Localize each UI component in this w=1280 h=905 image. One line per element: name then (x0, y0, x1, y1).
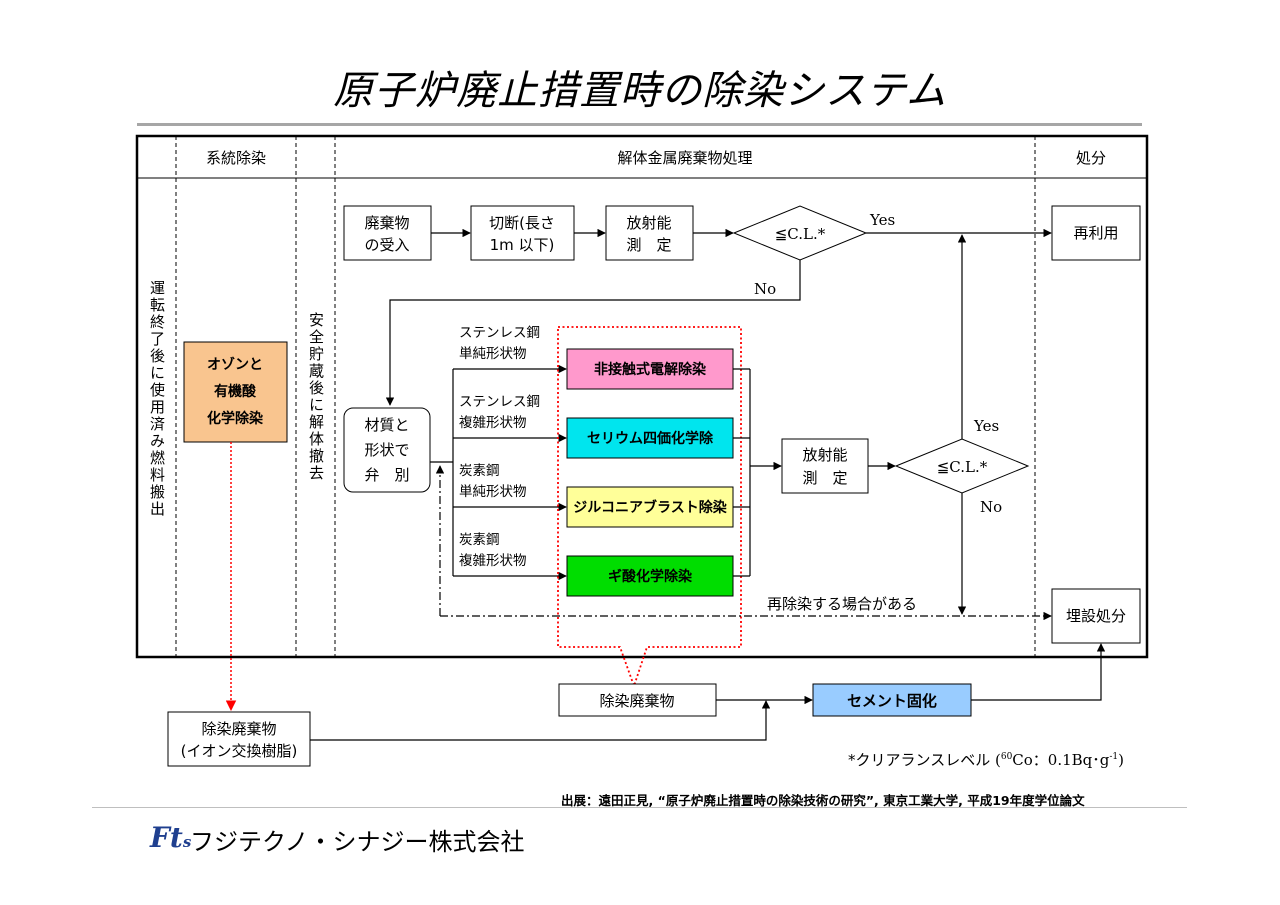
no1-label: No (754, 280, 776, 298)
ozone-decon-box (183, 341, 288, 443)
column-dividers (175, 136, 1036, 657)
sort-line-1: 材質と (364, 416, 409, 434)
ozone-line-1: オゾンと (207, 356, 263, 373)
company-name: フジテクノ・シナジー株式会社 (190, 828, 525, 856)
cl1-label: ≦C.L.* (775, 225, 826, 243)
title-divider (137, 123, 1142, 126)
decon-waste-left-line-1: 除染廃棄物 (201, 720, 276, 738)
decon-waste-center-label: 除染廃棄物 (599, 692, 674, 710)
decon-waste-left-box (167, 711, 311, 767)
burial-label: 埋設処分 (1066, 607, 1126, 625)
cut-line-1: 切断(長さ (489, 214, 555, 232)
col-header-system-decon: 系統除染 (206, 149, 266, 167)
cl2-diamond (894, 438, 1030, 494)
formic-label: ギ酸化学除染 (608, 568, 693, 585)
yes1-label: Yes (869, 211, 895, 229)
decon-group-callout (557, 326, 742, 689)
cs-complex-line-2: 複雑形状物 (459, 552, 527, 569)
cement-box (812, 683, 972, 717)
footer-divider (92, 807, 1187, 808)
sort-line-2: 形状で (364, 441, 409, 459)
ozone-line-3: 化学除染 (207, 410, 264, 427)
cs-complex-line-1: 炭素鋼 (459, 532, 500, 548)
receive-line-2: の受入 (364, 236, 409, 254)
decon-waste-left-line-2: (イオン交換樹脂) (181, 742, 298, 760)
col-header-disposal: 処分 (1076, 149, 1106, 167)
cl2-label: ≦C.L.* (937, 458, 988, 476)
arrow-left-waste-merge (310, 700, 771, 741)
cut-line-2: 1m 以下) (490, 236, 555, 254)
measure2-line-2: 測 定 (802, 469, 847, 487)
ss-simple-line-1: ステンレス鋼 (459, 325, 540, 341)
cs-simple-line-2: 単純形状物 (459, 484, 527, 500)
source-citation: 出展：遠田正見, “原子炉廃止措置時の除染技術の研究”, 東京工業大学, 平成1… (561, 793, 1085, 808)
reuse-box (1051, 205, 1141, 261)
burial-box (1051, 588, 1141, 644)
ss-simple-line-2: 単純形状物 (459, 346, 527, 362)
yes2-label: Yes (973, 417, 999, 435)
arrow-cement-burial (971, 643, 1106, 701)
sort-line-3: 弁 別 (364, 466, 409, 484)
measure2-box (781, 438, 869, 494)
receive-line-1: 廃棄物 (364, 214, 409, 232)
measure2-line-1: 放射能 (802, 446, 847, 464)
receive-box (343, 205, 432, 261)
diagram-frame (135, 134, 1149, 659)
cement-label: セメント固化 (847, 692, 937, 710)
cs-simple-line-1: 炭素鋼 (459, 463, 500, 479)
sort-box (343, 407, 431, 493)
electro-label: 非接触式電解除染 (594, 361, 707, 378)
electro-box (566, 348, 734, 390)
cerium-box (566, 417, 734, 459)
ss-complex-line-2: 複雑形状物 (459, 414, 527, 431)
zirconia-label: ジルコニアブラスト除染 (573, 499, 727, 516)
no2-label: No (980, 498, 1002, 516)
reuse-label: 再利用 (1073, 224, 1118, 242)
ozone-line-2: 有機酸 (214, 383, 257, 400)
measure1-line-1: 放射能 (626, 214, 671, 232)
cerium-label: セリウム四価化学除 (587, 430, 714, 447)
ss-complex-line-1: ステンレス鋼 (459, 394, 540, 410)
zirconia-box (566, 486, 734, 528)
page-title: 原子炉廃止措置時の除染システム (333, 68, 947, 114)
arrow-cl1-no (385, 260, 801, 406)
redecon-label: 再除染する場合がある (767, 595, 917, 613)
measure1-line-2: 測 定 (626, 236, 671, 254)
vertical-label-middle: 安全貯蔵後に解体撤去 (307, 312, 325, 482)
vertical-label-left: 運転終了後に使用済み燃料搬出 (148, 280, 166, 518)
clearance-footnote: *クリアランスレベル (60Co：0.1Bq･g-1) (848, 751, 1125, 769)
formic-box (566, 555, 734, 597)
col-header-dismantled-metal: 解体金属廃棄物処理 (617, 149, 752, 167)
cut-box (470, 205, 575, 261)
company-logo: Fts (150, 821, 192, 854)
